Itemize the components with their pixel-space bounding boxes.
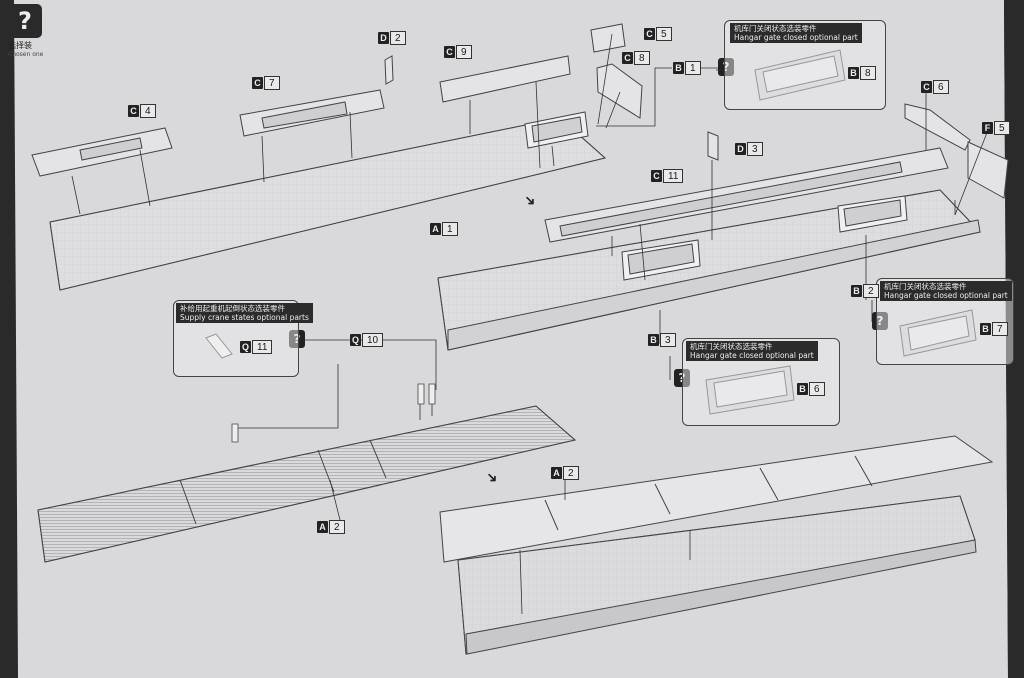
question-icon: ? bbox=[8, 4, 42, 38]
part-d2 bbox=[384, 55, 394, 85]
part-d3 bbox=[707, 131, 719, 161]
part-c8 bbox=[596, 63, 643, 119]
final-deck-a2 bbox=[439, 435, 994, 563]
part-c5 bbox=[590, 23, 626, 53]
legend-chosen-one: ? 选择装 Chosen one bbox=[8, 4, 43, 58]
legend-label-en: Chosen one bbox=[8, 51, 44, 58]
legend-label-cn: 选择装 bbox=[8, 41, 32, 50]
part-c9 bbox=[439, 55, 571, 103]
